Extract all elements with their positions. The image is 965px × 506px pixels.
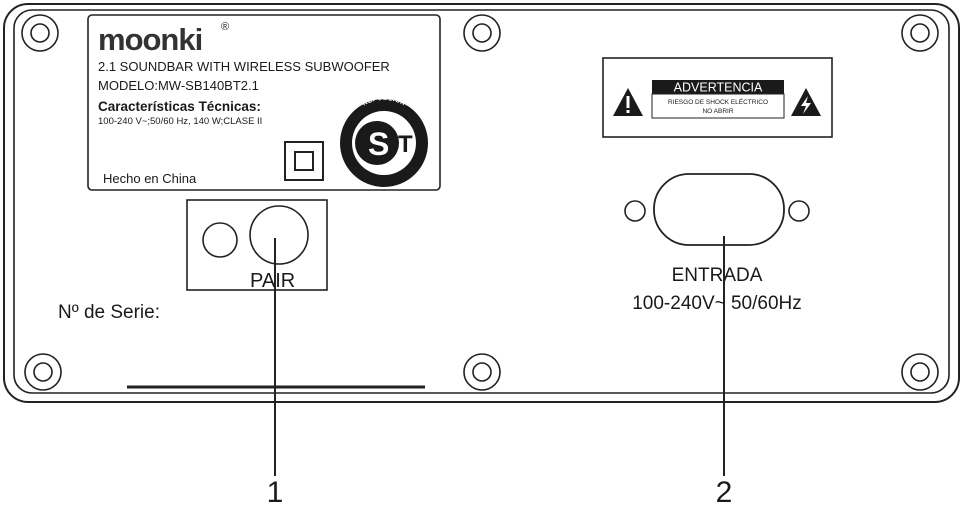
warning-lightning-icon — [791, 88, 821, 116]
rear-panel — [3, 3, 960, 403]
svg-text:S: S — [368, 126, 389, 162]
screw-bottom-right — [901, 353, 939, 391]
product-line-text: 2.1 SOUNDBAR WITH WIRELESS SUBWOOFER — [98, 59, 390, 74]
svg-text:ADVERTENCIA: ADVERTENCIA — [674, 81, 763, 95]
warning-line-2: NO ABRIR — [702, 108, 733, 115]
origin-text: Hecho en China — [103, 171, 197, 186]
certification-seal-icon: S T REPUBLICA ARGENTINA — [340, 95, 428, 187]
screw-top-right — [901, 14, 939, 52]
screw-top-center — [463, 14, 501, 52]
screw-top-left — [21, 14, 59, 52]
pair-button-panel: PAIR — [186, 199, 328, 292]
warning-title-box: ADVERTENCIA — [652, 80, 784, 95]
specs-text: 100-240 V~;50/60 Hz, 140 W;CLASE II — [98, 116, 262, 127]
pair-indicator-led — [202, 222, 238, 258]
specs-title: Características Técnicas: — [98, 99, 261, 114]
pair-button[interactable] — [249, 205, 309, 265]
screw-bottom-center — [463, 353, 501, 391]
warning-line-1: RIESGO DE SHOCK ELÉCTRICO — [668, 97, 768, 106]
warning-exclamation-icon — [613, 88, 643, 116]
svg-text:T: T — [398, 131, 413, 158]
power-rating-text: 100-240V~ 50/60Hz — [632, 293, 802, 314]
model-text: MODELO:MW-SB140BT2.1 — [98, 78, 259, 93]
power-input-socket — [624, 173, 810, 246]
warning-label: ADVERTENCIA RIESGO DE SHOCK ELÉCTRICO NO… — [602, 57, 833, 138]
brand-logo: moonki — [98, 22, 202, 57]
product-label: moonki ® 2.1 SOUNDBAR WITH WIRELESS SUBW… — [87, 14, 441, 191]
class-ii-symbol-icon — [284, 141, 324, 181]
pair-label: PAIR — [250, 270, 295, 292]
callout-number-2: 2 — [716, 476, 733, 506]
callout-number-1: 1 — [267, 476, 284, 506]
registered-mark: ® — [221, 21, 229, 33]
serial-number-label: Nº de Serie: — [58, 302, 160, 323]
screw-bottom-left — [24, 353, 62, 391]
power-input-label: ENTRADA — [672, 265, 763, 286]
